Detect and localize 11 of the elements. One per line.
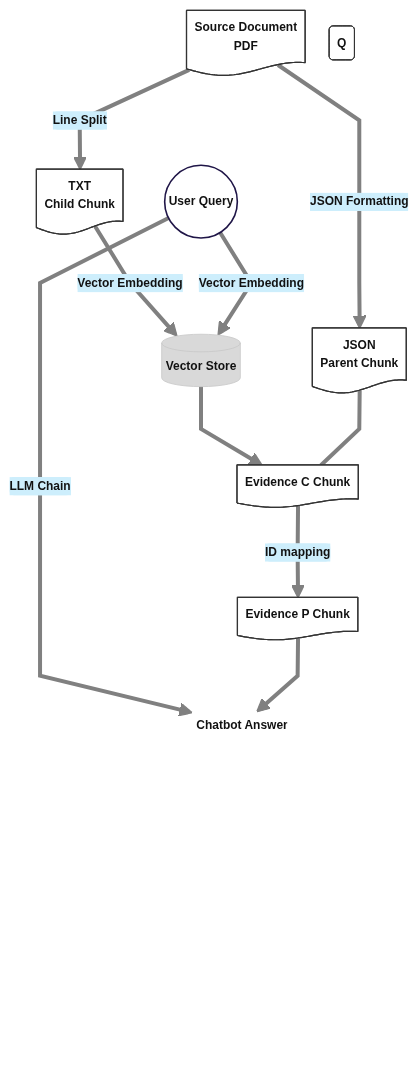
edge-label: Vector Embedding bbox=[77, 275, 183, 290]
edge-label: ID mapping bbox=[264, 544, 331, 559]
edge-label: JSON Formatting bbox=[309, 194, 409, 208]
edge-label: Line Split bbox=[52, 112, 107, 127]
arrow bbox=[256, 638, 301, 713]
node-text: Chatbot Answer bbox=[196, 717, 288, 731]
arrow bbox=[93, 225, 178, 337]
edge-label: LLM Chain bbox=[9, 478, 71, 493]
edge-label: Vector Embedding bbox=[198, 275, 304, 290]
node-circle: User Query bbox=[163, 164, 239, 239]
arrow bbox=[38, 216, 193, 717]
